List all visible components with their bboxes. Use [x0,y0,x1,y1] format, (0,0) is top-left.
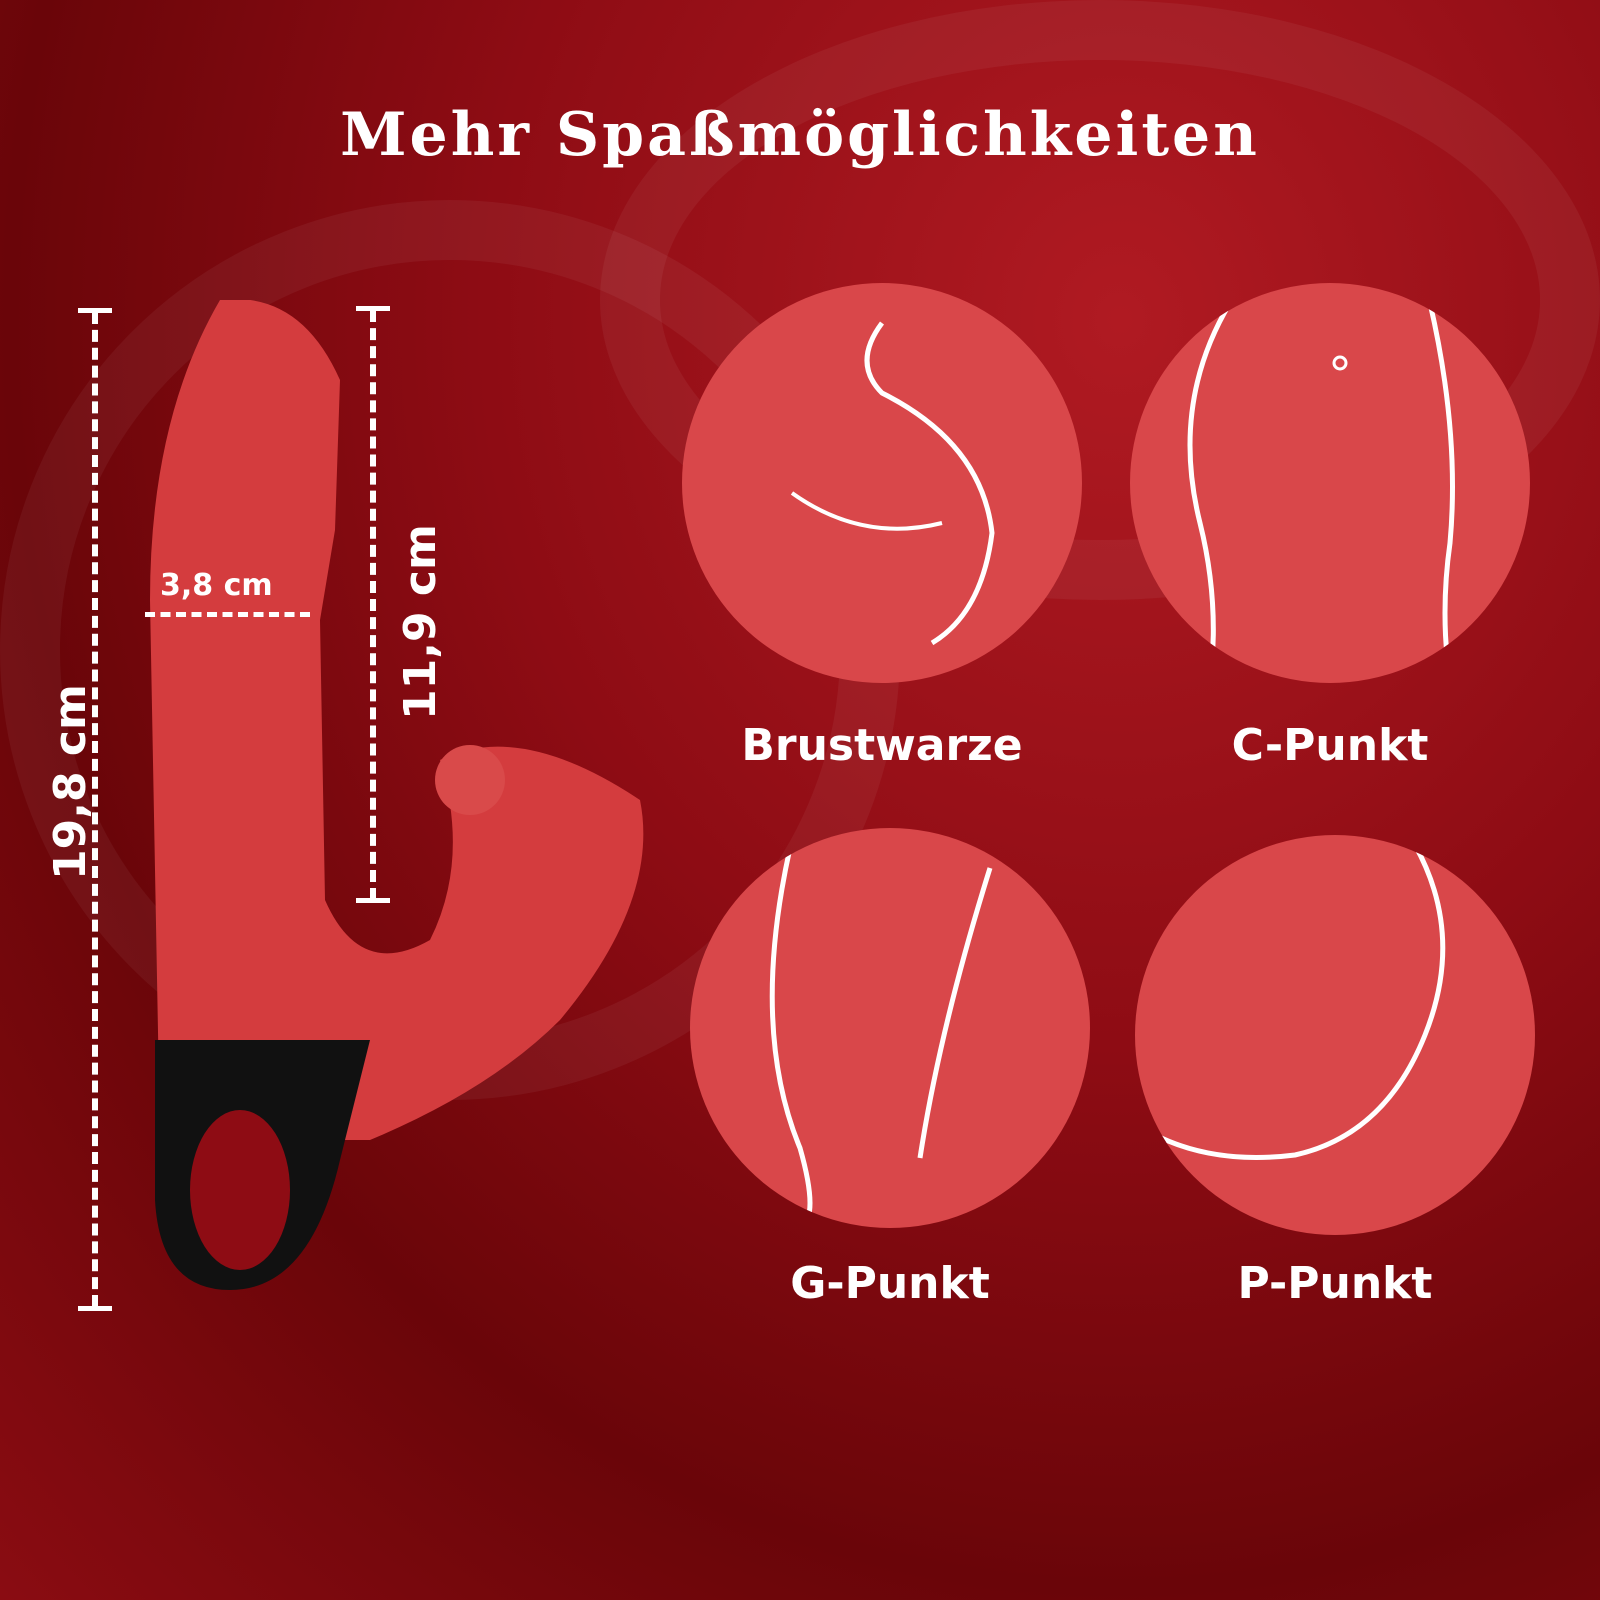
page-title: Mehr Spaßmöglichkeiten [340,100,1260,170]
usage-circle-g-punkt [690,828,1090,1228]
total-length-label: 19,8 cm [45,684,96,880]
usage-circle-brustwarze [682,283,1082,683]
label-c-punkt: C-Punkt [1231,720,1429,771]
label-brustwarze: Brustwarze [741,720,1023,771]
usage-circle-c-punkt [1130,283,1530,683]
diameter-label: 3,8 cm [160,568,273,603]
product-image [150,300,644,1290]
label-p-punkt: P-Punkt [1237,1258,1433,1309]
insertable-length-label: 11,9 cm [395,524,446,720]
usage-circle-p-punkt [1135,835,1535,1235]
label-g-punkt: G-Punkt [790,1258,990,1309]
